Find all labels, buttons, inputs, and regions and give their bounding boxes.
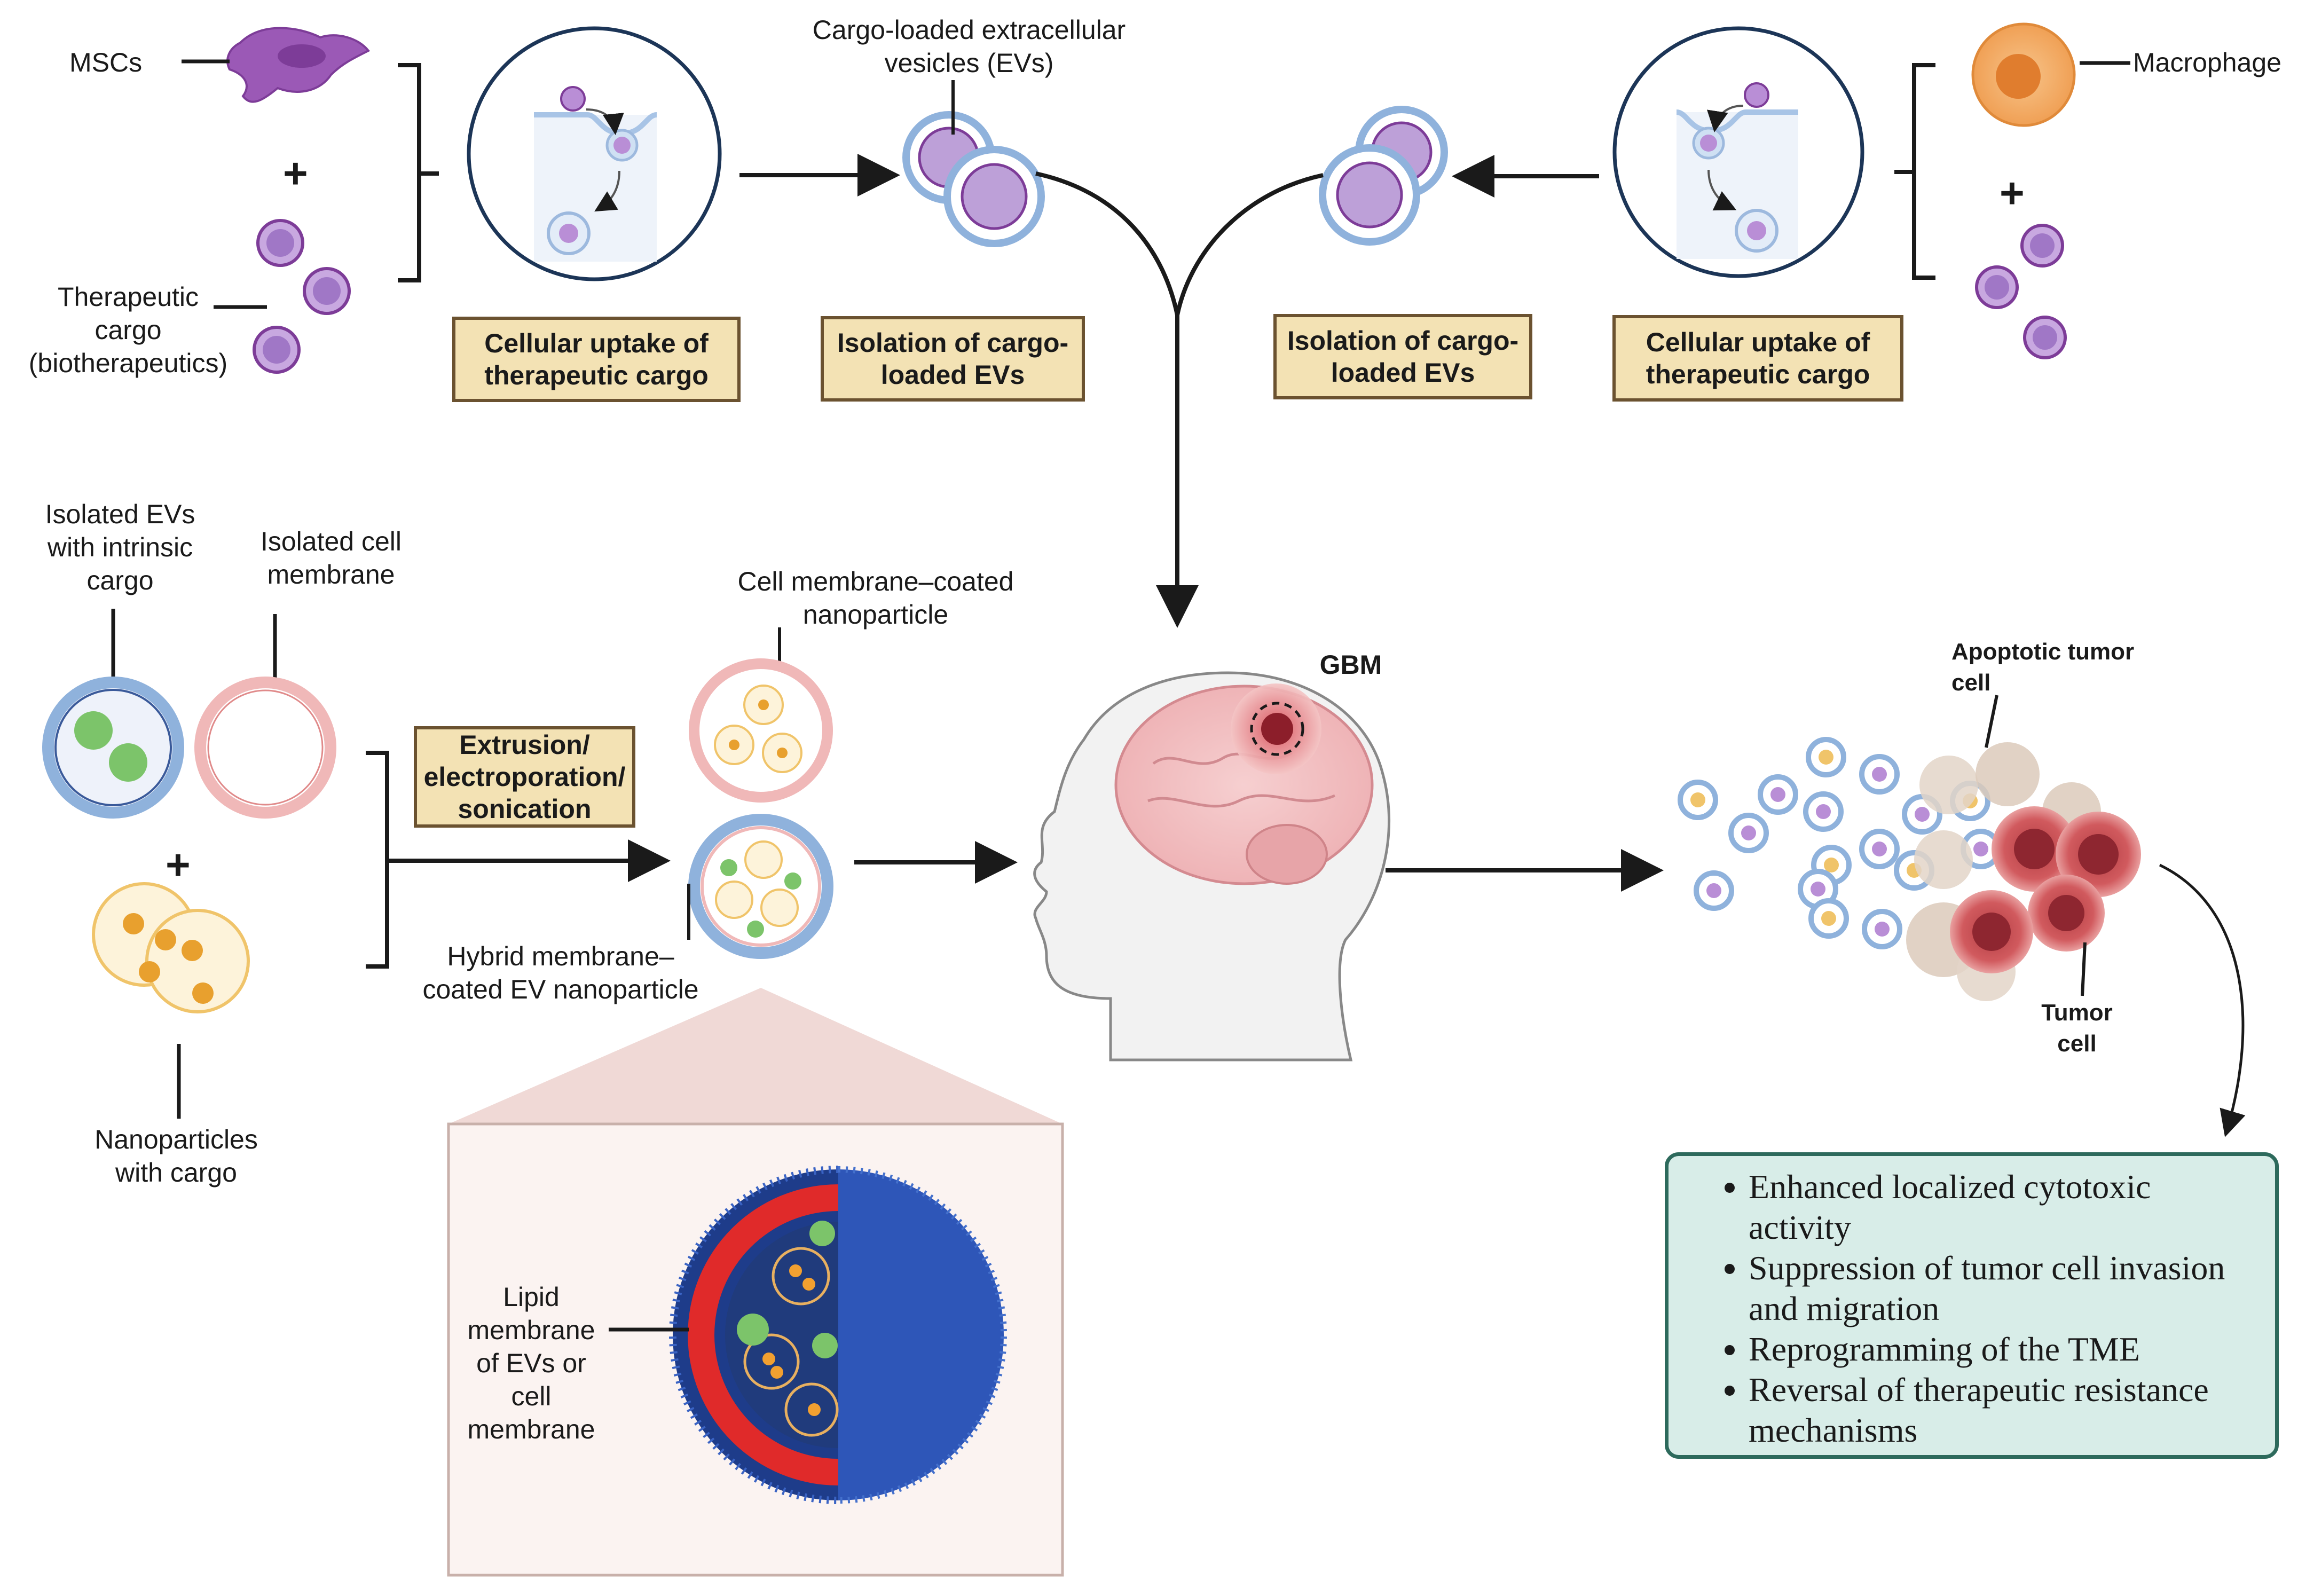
plus-sign-hybrid: + (166, 841, 191, 889)
arrow-to-outcomes (2159, 863, 2246, 1137)
outcomes-list: Enhanced localized cytotoxic activity Su… (1690, 1167, 2259, 1451)
step-box-methods: Extrusion/ electroporation/ sonication (414, 726, 635, 828)
therapeutic-cargo-label: Therapeutic cargo (biotherapeutics) (28, 282, 228, 378)
lipid-membrane-label: Lipid membrane of EVs or cell membrane (467, 1282, 595, 1444)
coated-nanoparticle-label: Cell membrane–coated nanoparticle (737, 567, 1014, 630)
outcome-item: Suppression of tumor cell invasion and m… (1749, 1248, 2259, 1329)
msc-cell-icon (226, 27, 371, 103)
mscs-label: MSCs (69, 48, 143, 77)
tumor-cell-label: Tumor cell (2041, 1000, 2113, 1057)
cargo-loaded-evs-label: Cargo-loaded extracellular vesicles (EVs… (812, 15, 1126, 78)
outcome-item: Reversal of therapeutic resistance mecha… (1749, 1370, 2259, 1451)
isolated-evs-label: Isolated EVs with intrinsic cargo (45, 499, 195, 595)
hybrid-nanoparticle-label: Hybrid membrane– coated EV nanoparticle (422, 941, 699, 1004)
converge-curve-right (1175, 173, 1324, 316)
ev-particles-scatter (1678, 737, 2001, 949)
apoptotic-tumor-label: Apoptotic tumor cell (1951, 639, 2135, 696)
cargo-virus-icons-left (253, 219, 351, 374)
gbm-label: GBM (1319, 650, 1382, 680)
step-box-uptake-right: Cellular uptake of therapeutic cargo (1612, 315, 1903, 402)
zoom-wedge (448, 988, 1063, 1124)
isolated-membrane-icon (194, 677, 336, 819)
macrophage-label: Macrophage (2133, 48, 2281, 77)
uptake-diagram-right (1612, 26, 1864, 278)
coated-nanoparticle-icon (689, 658, 833, 803)
bracket-right (1912, 63, 1935, 280)
nanoparticle-cargo-icon (92, 882, 250, 1013)
bracket-left (398, 63, 421, 282)
step-box-uptake-left: Cellular uptake of therapeutic cargo (452, 317, 741, 402)
human-head-with-brain (1033, 671, 1391, 1062)
isolated-ev-icon (42, 677, 184, 819)
tumor-cells (1950, 806, 2141, 973)
converge-curve-left (1035, 171, 1179, 316)
outcomes-box: Enhanced localized cytotoxic activity Su… (1665, 1152, 2279, 1459)
nanoparticles-label: Nanoparticles with cargo (95, 1125, 258, 1188)
nanoparticle-cross-section (669, 1166, 1007, 1504)
isolated-membrane-label: Isolated cell membrane (260, 526, 402, 589)
plus-sign-right: + (2000, 169, 2025, 217)
plus-sign-left: + (283, 150, 308, 197)
step-box-isolation-left: Isolation of cargo- loaded EVs (821, 316, 1085, 402)
bracket-hybrid (366, 751, 389, 969)
hybrid-ev-nanoparticle-icon (688, 814, 833, 959)
ev-pair-left (902, 80, 1045, 247)
outcome-item: Enhanced localized cytotoxic activity (1749, 1167, 2259, 1248)
ev-pair-right (1319, 106, 1448, 246)
outcome-item: Reprogramming of the TME (1749, 1329, 2259, 1370)
cargo-virus-icons-right (1975, 224, 2067, 359)
macrophage-cell-icon (1971, 22, 2076, 127)
step-box-isolation-right: Isolation of cargo- loaded EVs (1273, 314, 1532, 399)
uptake-diagram-left (467, 26, 722, 281)
